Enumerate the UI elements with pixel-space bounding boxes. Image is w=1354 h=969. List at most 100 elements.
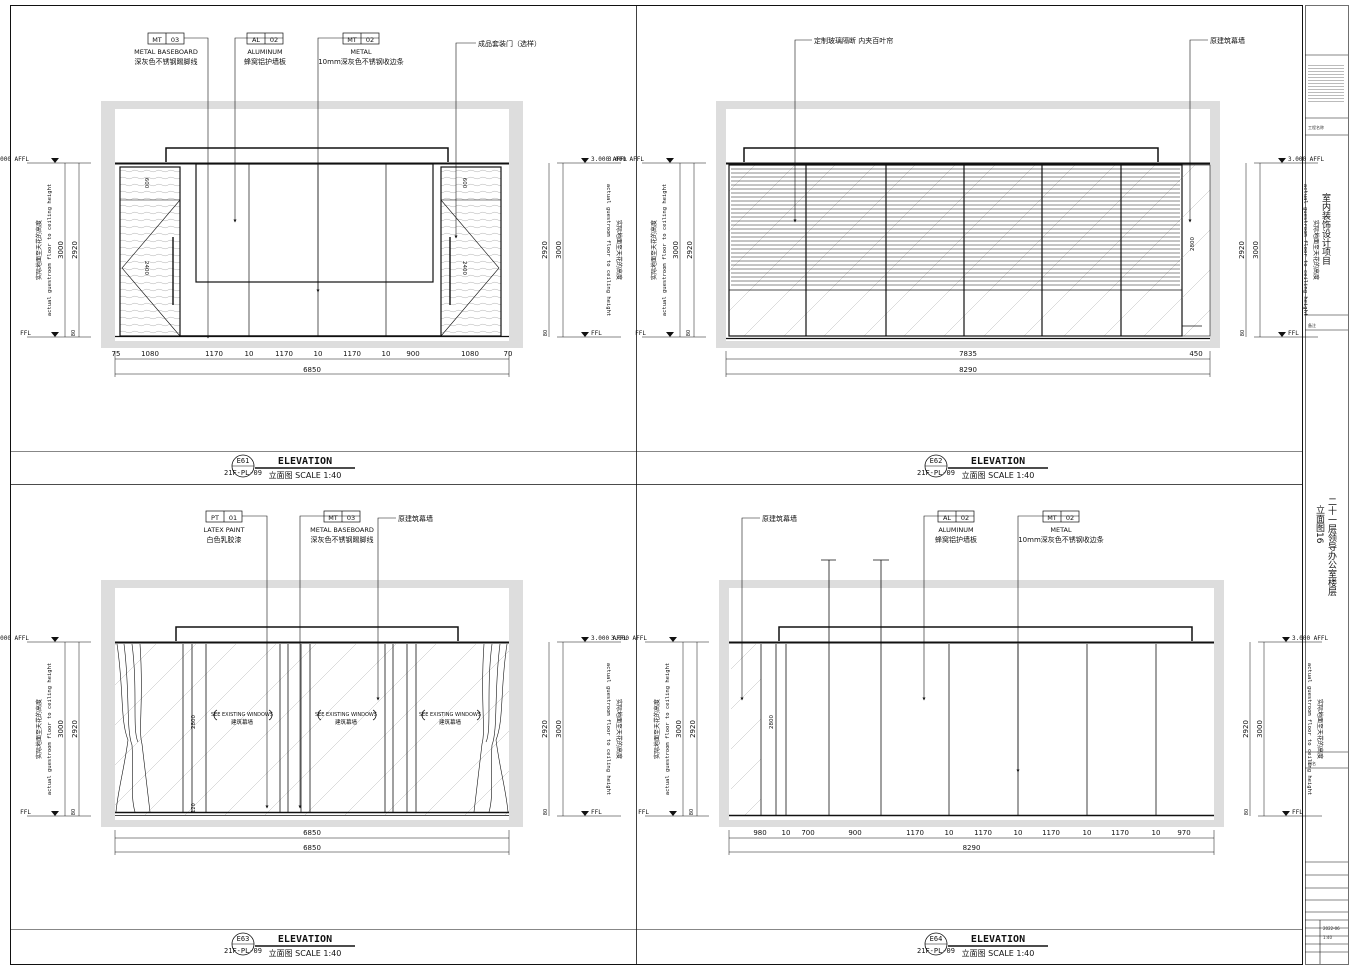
elevation-e61 — [101, 101, 523, 348]
level-bottom-label: FFL — [1288, 330, 1299, 337]
notes-label: 工程名称 — [1308, 125, 1324, 130]
material-name-cn: 成品套装门（选样） — [478, 39, 541, 48]
dim-segment: 450 — [1189, 350, 1202, 358]
dim-height-clear: 2920 — [71, 720, 79, 738]
dim-segment: 10 — [245, 350, 254, 358]
callout-curtain-wall: 原建筑幕墙 — [1188, 36, 1245, 223]
window-note-en: SEE EXISTING WINDOWS — [211, 712, 273, 718]
dim-base: 80 — [71, 330, 77, 336]
dim-segment: 1170 — [906, 829, 924, 837]
height-note-cn: 实际地面至天花的高度 — [35, 220, 43, 280]
dim-segment: 7835 — [959, 350, 977, 358]
material-name-cn: 定制玻璃隔断 内夹百叶帘 — [814, 36, 893, 45]
elevation-title: ELEVATION — [971, 934, 1025, 945]
height-note-en: actual guestroom floor to ceiling height — [605, 184, 611, 316]
elevation-ref: 21F-PL-09 — [917, 947, 955, 955]
door-left — [119, 166, 181, 337]
height-note-en: actual guestroom floor to ceiling height — [47, 663, 53, 795]
dim-segment: 970 — [1177, 829, 1190, 837]
material-name-en: ALUMINUM — [938, 526, 973, 534]
material-number: 01 — [229, 514, 237, 522]
level-marker-icon — [581, 158, 589, 163]
material-name-en: METAL — [350, 48, 372, 56]
dim-height-total: 3000 — [1256, 720, 1264, 738]
door-right — [440, 166, 502, 337]
dim-segment: 900 — [406, 350, 419, 358]
sheet-label: 图名 — [1308, 761, 1316, 766]
material-code: MT — [1047, 514, 1057, 522]
dim-height-clear: 2920 — [541, 241, 549, 259]
dim-base: 80 — [543, 330, 549, 336]
height-note-en: actual guestroom floor to ceiling height — [605, 663, 611, 795]
dim-height-total: 3000 — [555, 720, 563, 738]
material-name-en: METAL BASEBOARD — [134, 48, 198, 56]
level-bottom-label: FFL — [20, 809, 31, 816]
material-code: MT — [347, 36, 357, 44]
elevation-ref: 21F-PL-09 — [224, 469, 262, 477]
level-bottom-label: FFL — [591, 330, 602, 337]
elevation-id: E64 — [930, 935, 943, 943]
dim-segment: 10 — [1083, 829, 1092, 837]
glass-partition — [728, 164, 1183, 337]
existing-curtain-wall — [1181, 164, 1211, 337]
dim-height-total: 3000 — [57, 720, 65, 738]
material-number: 03 — [347, 514, 355, 522]
level-marker-icon — [666, 158, 674, 163]
door-dim: 2400 — [143, 261, 149, 275]
material-code: AL — [252, 36, 260, 44]
dim-base: 80 — [1240, 330, 1246, 336]
window-note-en: SEE EXISTING WINDOWS — [419, 712, 481, 718]
elevation-e63 — [101, 580, 523, 827]
window-note-cn: 建筑幕墙 — [231, 718, 254, 726]
elevation-e62 — [716, 101, 1220, 348]
level-marker-icon — [1278, 158, 1286, 163]
callout-door: 成品套装门（选样） — [454, 39, 541, 239]
material-name-cn: 蜂窝铝护墙板 — [244, 57, 286, 66]
arc-arrow-icon — [213, 709, 218, 721]
level-bottom-label: FFL — [1292, 809, 1303, 816]
dim-segment: 75 — [112, 350, 121, 358]
dim-height-clear: 2920 — [541, 720, 549, 738]
level-bottom-label: FFL — [638, 809, 649, 816]
dim-height-clear: 2920 — [1242, 720, 1250, 738]
level-marker-icon — [51, 637, 59, 642]
callout-curtain-wall: 原建筑幕墙 — [376, 514, 433, 701]
dim-height-total: 3000 — [672, 241, 680, 259]
dim-total: 6850 — [303, 366, 321, 374]
title-block: 工程名称 室内装饰设计项目 备注 二十一层领导办公室楼层 立面图16 图名 20… — [1305, 5, 1348, 964]
elevation-subtitle: 立面图 SCALE 1:40 — [962, 470, 1035, 480]
material-name-cn: 原建筑幕墙 — [762, 514, 797, 523]
material-name-cn: 10mm深灰色不锈钢收边条 — [318, 57, 404, 66]
dim-total: 8290 — [963, 844, 981, 852]
date-value: 2022-06 — [1323, 926, 1340, 931]
dim-height-clear: 2920 — [686, 241, 694, 259]
level-marker-icon — [1282, 637, 1290, 642]
material-number: 02 — [366, 36, 374, 44]
material-code: MT — [328, 514, 338, 522]
dim-total: 8290 — [959, 366, 977, 374]
dim-segment: 1170 — [205, 350, 223, 358]
level-marker-icon — [51, 158, 59, 163]
general-notes — [1308, 63, 1344, 103]
sheet-frame — [10, 5, 1303, 965]
dim-segment: 1170 — [974, 829, 992, 837]
height-note-cn: 实际地面至天花的高度 — [650, 220, 658, 280]
material-code: MT — [152, 36, 162, 44]
dim-base: 80 — [71, 809, 77, 815]
height-note-cn: 实际地面至天花的高度 — [653, 699, 661, 759]
level-top-label: 3.000 AFFL — [608, 156, 645, 163]
level-marker-icon — [1278, 332, 1286, 337]
level-top-label: 3.000 AFFL — [0, 635, 29, 642]
material-name-en: LATEX PAINT — [203, 526, 244, 534]
dim-segment: 10 — [782, 829, 791, 837]
material-name-cn: 蜂窝铝护墙板 — [935, 535, 977, 544]
material-number: 02 — [1066, 514, 1074, 522]
height-note-en: actual guestroom floor to ceiling height — [1302, 184, 1308, 316]
arc-arrow-icon — [421, 709, 426, 721]
